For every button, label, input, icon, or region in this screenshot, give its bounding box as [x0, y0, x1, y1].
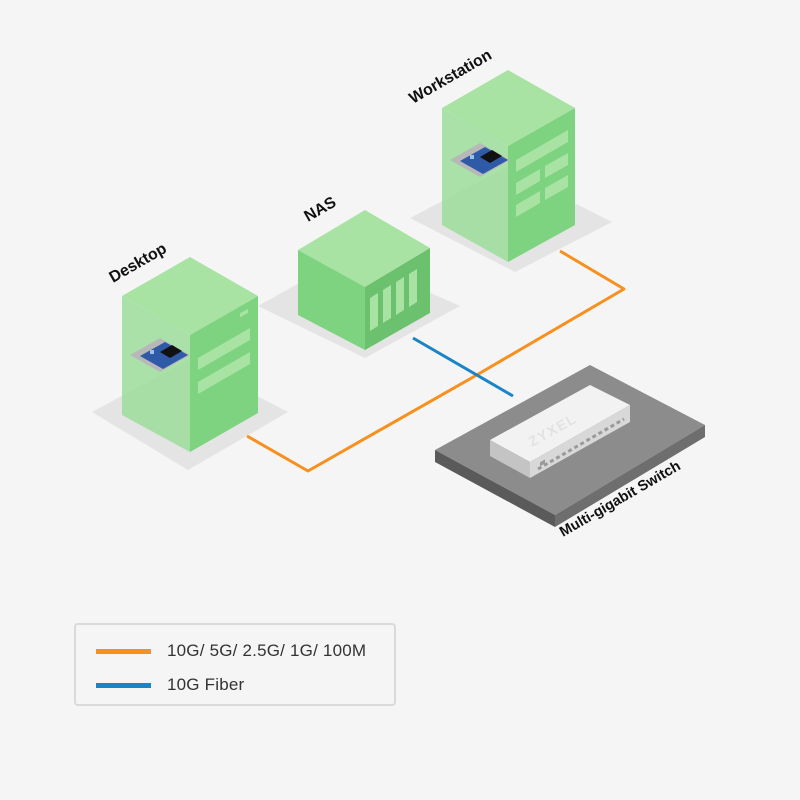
multi-gigabit-switch: ZYXEL Multi-gigabit Switch — [435, 365, 705, 540]
nas-label: NAS — [302, 194, 340, 226]
nas-left-face — [298, 250, 365, 350]
workstation-panels — [516, 130, 568, 217]
desktop-nic-card — [130, 338, 190, 372]
cables — [246, 249, 626, 473]
desktop-left-face — [122, 296, 190, 452]
workstation-tower: Workstation — [407, 47, 575, 262]
workstation-left-face — [442, 108, 508, 262]
switch-device-side — [490, 440, 530, 478]
nas-drive-bays — [370, 269, 417, 331]
switch-device-front — [530, 405, 630, 478]
legend-item-copper: 10G/ 5G/ 2.5G/ 1G/ 100M — [96, 639, 366, 663]
nas-top — [298, 210, 430, 287]
workstation-top — [442, 70, 575, 146]
legend-swatch-orange — [96, 648, 151, 654]
legend-label-copper: 10G/ 5G/ 2.5G/ 1G/ 100M — [167, 641, 367, 660]
legend-label-fiber: 10G Fiber — [167, 675, 245, 694]
desktop-led — [240, 308, 248, 318]
legend-box: 10G/ 5G/ 2.5G/ 1G/ 100M 10G Fiber — [74, 623, 396, 706]
switch-base-left — [435, 450, 555, 527]
orange-cable-workstation — [474, 249, 626, 378]
orange-cable-desktop — [246, 374, 476, 473]
switch-port-row — [537, 417, 625, 471]
workstation-nic-card — [450, 143, 510, 177]
legend-item-fiber: 10G Fiber — [96, 673, 244, 697]
switch-ports — [540, 459, 545, 467]
nas-device: NAS — [298, 194, 430, 350]
legend-swatch-blue — [96, 682, 151, 688]
blue-fiber-cable — [412, 336, 514, 398]
switch-device-top — [490, 385, 630, 462]
desktop-panels — [198, 328, 250, 394]
switch-base-right — [555, 425, 705, 527]
